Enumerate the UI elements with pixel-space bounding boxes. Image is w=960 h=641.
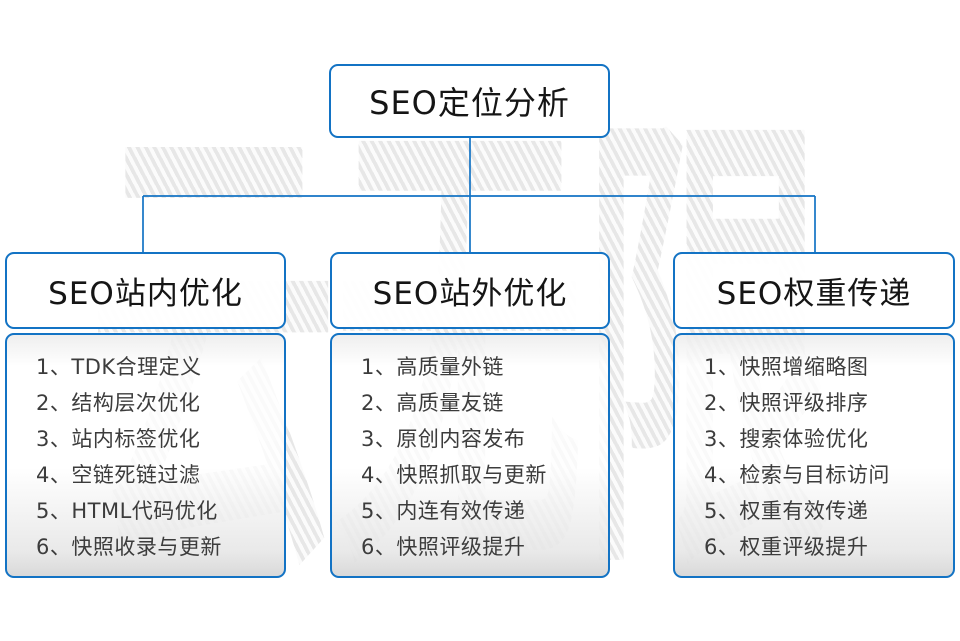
branch-header-box: SEO权重传递: [673, 252, 955, 329]
branch-item-list: 1、高质量外链 2、高质量友链 3、原创内容发布 4、快照抓取与更新 5、内连有效传递 6…: [330, 333, 610, 578]
branch-item-list: 1、快照增缩略图 2、快照评级排序 3、搜索体验优化 4、检索与目标访问 5、权重有效传…: [673, 333, 955, 578]
list-item: 5、权重有效传递: [704, 499, 869, 523]
branch-item-list: 1、TDK合理定义 2、结构层次优化 3、站内标签优化 4、空链死链过滤 5、HTML代…: [5, 333, 286, 578]
list-item: 6、权重评级提升: [704, 535, 869, 559]
branch-header-box: SEO站外优化: [330, 252, 610, 329]
list-item: 4、空链死链过滤: [36, 463, 201, 487]
list-item: 1、高质量外链: [361, 355, 504, 379]
list-item: 3、原创内容发布: [361, 427, 526, 451]
list-item: 3、站内标签优化: [36, 427, 201, 451]
list-item: 3、搜索体验优化: [704, 427, 869, 451]
list-item: 1、快照增缩略图: [704, 355, 869, 379]
branch-column: SEO权重传递 1、快照增缩略图 2、快照评级排序 3、搜索体验优化 4、检索与目标访问…: [673, 252, 955, 578]
root-node-box: SEO定位分析: [329, 64, 610, 138]
branch-column: SEO站外优化 1、高质量外链 2、高质量友链 3、原创内容发布 4、快照抓取与更新 5、…: [330, 252, 610, 578]
list-item: 4、快照抓取与更新: [361, 463, 547, 487]
list-item: 2、快照评级排序: [704, 391, 869, 415]
list-item: 1、TDK合理定义: [36, 355, 202, 379]
list-item: 6、快照评级提升: [361, 535, 526, 559]
list-item: 2、高质量友链: [361, 391, 504, 415]
branch-header-box: SEO站内优化: [5, 252, 286, 329]
branch-column: SEO站内优化 1、TDK合理定义 2、结构层次优化 3、站内标签优化 4、空链死链过滤…: [5, 252, 286, 578]
list-item: 6、快照收录与更新: [36, 535, 222, 559]
list-item: 5、内连有效传递: [361, 499, 526, 523]
list-item: 4、检索与目标访问: [704, 463, 890, 487]
root-node-label: SEO定位分析: [369, 84, 570, 122]
list-item: 2、结构层次优化: [36, 391, 201, 415]
list-item: 5、HTML代码优化: [36, 499, 218, 523]
